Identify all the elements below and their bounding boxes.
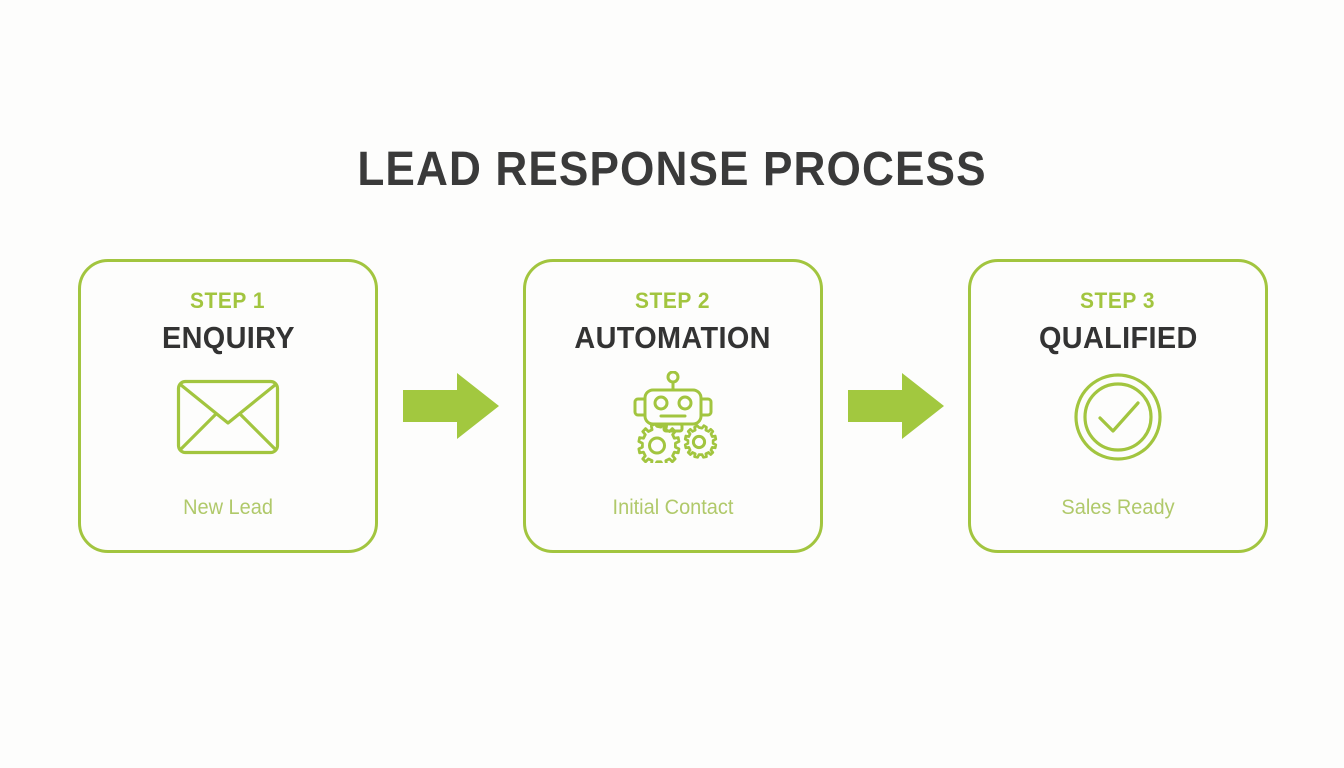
- process-flow: STEP 1 ENQUIRY New Lead STEP 2 AUTOMATIO…: [78, 258, 1268, 554]
- step-caption-2: Initial Contact: [612, 496, 734, 519]
- step-caption-3: Sales Ready: [1061, 496, 1175, 519]
- step-title-1: ENQUIRY: [161, 320, 295, 355]
- page-title: LEAD RESPONSE PROCESS: [357, 143, 987, 197]
- step-caption-1: New Lead: [183, 496, 273, 519]
- step-card-2: STEP 2 AUTOMATION: [523, 259, 823, 553]
- step-card-1: STEP 1 ENQUIRY New Lead: [78, 259, 378, 553]
- envelope-icon: [176, 375, 280, 459]
- arrow-right-icon-1: [402, 372, 500, 440]
- check-circle-icon: [1073, 373, 1163, 461]
- step-label-1: STEP 1: [190, 288, 266, 313]
- step-label-3: STEP 3: [1080, 288, 1156, 313]
- step-title-2: AUTOMATION: [574, 320, 772, 355]
- step-card-3: STEP 3 QUALIFIED Sales Ready: [968, 259, 1268, 553]
- arrow-right-icon-2: [847, 372, 945, 440]
- step-title-3: QUALIFIED: [1038, 320, 1198, 355]
- step-label-2: STEP 2: [635, 288, 711, 313]
- robot-gears-icon: [624, 371, 722, 463]
